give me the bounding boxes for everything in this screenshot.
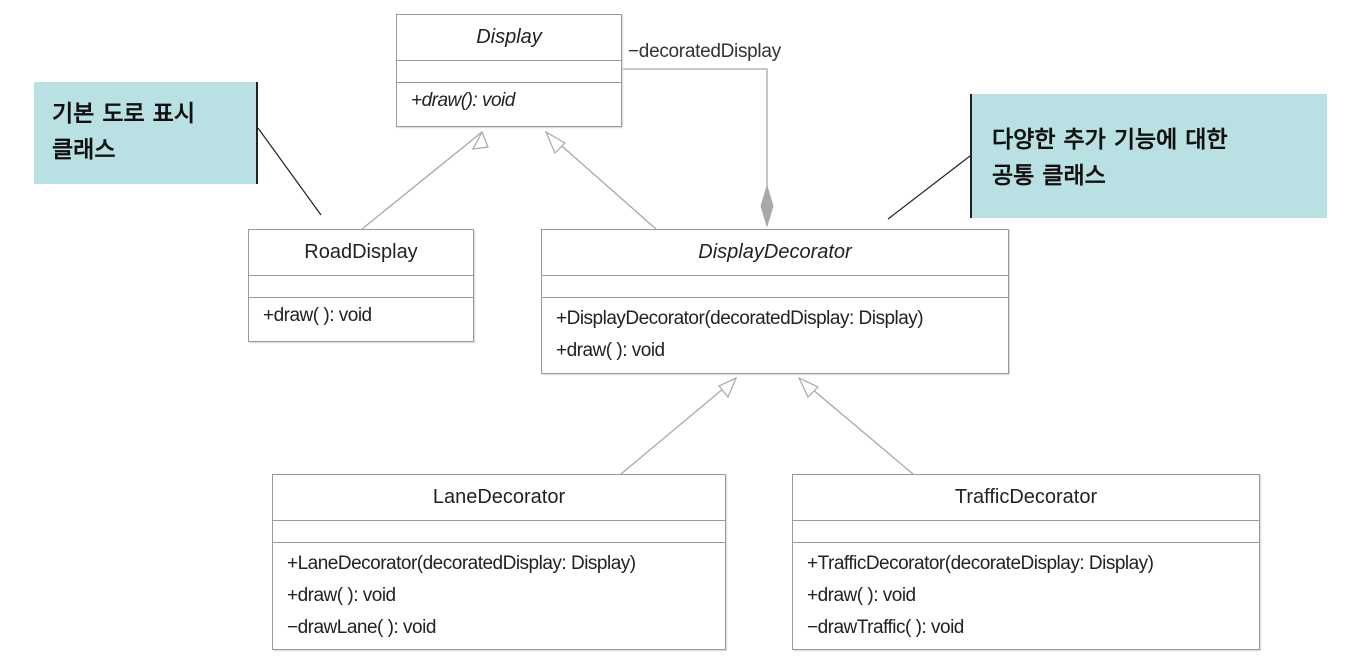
operation: +LaneDecorator(decoratedDisplay: Display… [287, 553, 636, 574]
note-line: 공통 클래스 [992, 163, 1106, 189]
class-operations: +TrafficDecorator(decorateDisplay: Displ… [793, 543, 1259, 644]
class-road-display[interactable]: RoadDisplay +draw( ): void [248, 229, 474, 342]
operation: +draw(): void [411, 90, 515, 111]
operation: +draw( ): void [263, 305, 372, 326]
operation: −drawLane( ): void [287, 617, 436, 638]
operation: +draw( ): void [807, 585, 916, 606]
generalization-arrowhead [718, 376, 738, 399]
class-attributes [542, 276, 1008, 298]
class-operations: +LaneDecorator(decoratedDisplay: Display… [273, 543, 725, 644]
operation: +draw( ): void [556, 340, 665, 361]
aggregation-diamond [760, 184, 774, 228]
class-name: RoadDisplay [249, 230, 473, 276]
note-basic-road-display: 기본 도로 표시 클래스 [34, 82, 258, 184]
operation: −drawTraffic( ): void [807, 617, 964, 638]
class-attributes [397, 61, 621, 83]
class-attributes [273, 521, 725, 543]
class-display-decorator[interactable]: DisplayDecorator +DisplayDecorator(decor… [541, 229, 1009, 374]
class-traffic-decorator[interactable]: TrafficDecorator +TrafficDecorator(decor… [792, 474, 1260, 650]
class-display[interactable]: Display +draw(): void [396, 14, 622, 127]
class-name: Display [397, 15, 621, 61]
operation: +TrafficDecorator(decorateDisplay: Displ… [807, 553, 1154, 574]
class-lane-decorator[interactable]: LaneDecorator +LaneDecorator(decoratedDi… [272, 474, 726, 650]
association-label: −decoratedDisplay [628, 41, 781, 62]
generalization-arrowhead [471, 130, 489, 150]
generalization-arrowhead [544, 130, 566, 155]
note-line: 클래스 [52, 137, 116, 163]
class-attributes [793, 521, 1259, 543]
note-edge [256, 82, 258, 184]
class-name: DisplayDecorator [542, 230, 1008, 276]
generalization-lane-to-decorator [620, 377, 737, 475]
class-operations: +draw( ): void [249, 298, 473, 332]
generalization-road-to-display [361, 131, 483, 230]
generalization-arrowhead [797, 376, 820, 399]
generalization-traffic-to-decorator [798, 377, 914, 475]
class-attributes [249, 276, 473, 298]
class-name: TrafficDecorator [793, 475, 1259, 521]
operation: +DisplayDecorator(decoratedDisplay: Disp… [556, 308, 924, 329]
aggregation-decorated-display [622, 68, 768, 186]
class-name: LaneDecorator [273, 475, 725, 521]
class-operations: +draw(): void [397, 83, 621, 117]
note-edge [970, 94, 972, 218]
generalization-decorator-to-display [545, 131, 657, 230]
note-line: 다양한 추가 기능에 대한 [992, 127, 1228, 153]
note-common-decorator: 다양한 추가 기능에 대한 공통 클래스 [970, 94, 1327, 218]
operation: +draw( ): void [287, 585, 396, 606]
note-leader-common [887, 155, 971, 220]
class-operations: +DisplayDecorator(decoratedDisplay: Disp… [542, 298, 1008, 367]
note-line: 기본 도로 표시 [52, 101, 195, 127]
note-leader-basic [257, 127, 322, 216]
